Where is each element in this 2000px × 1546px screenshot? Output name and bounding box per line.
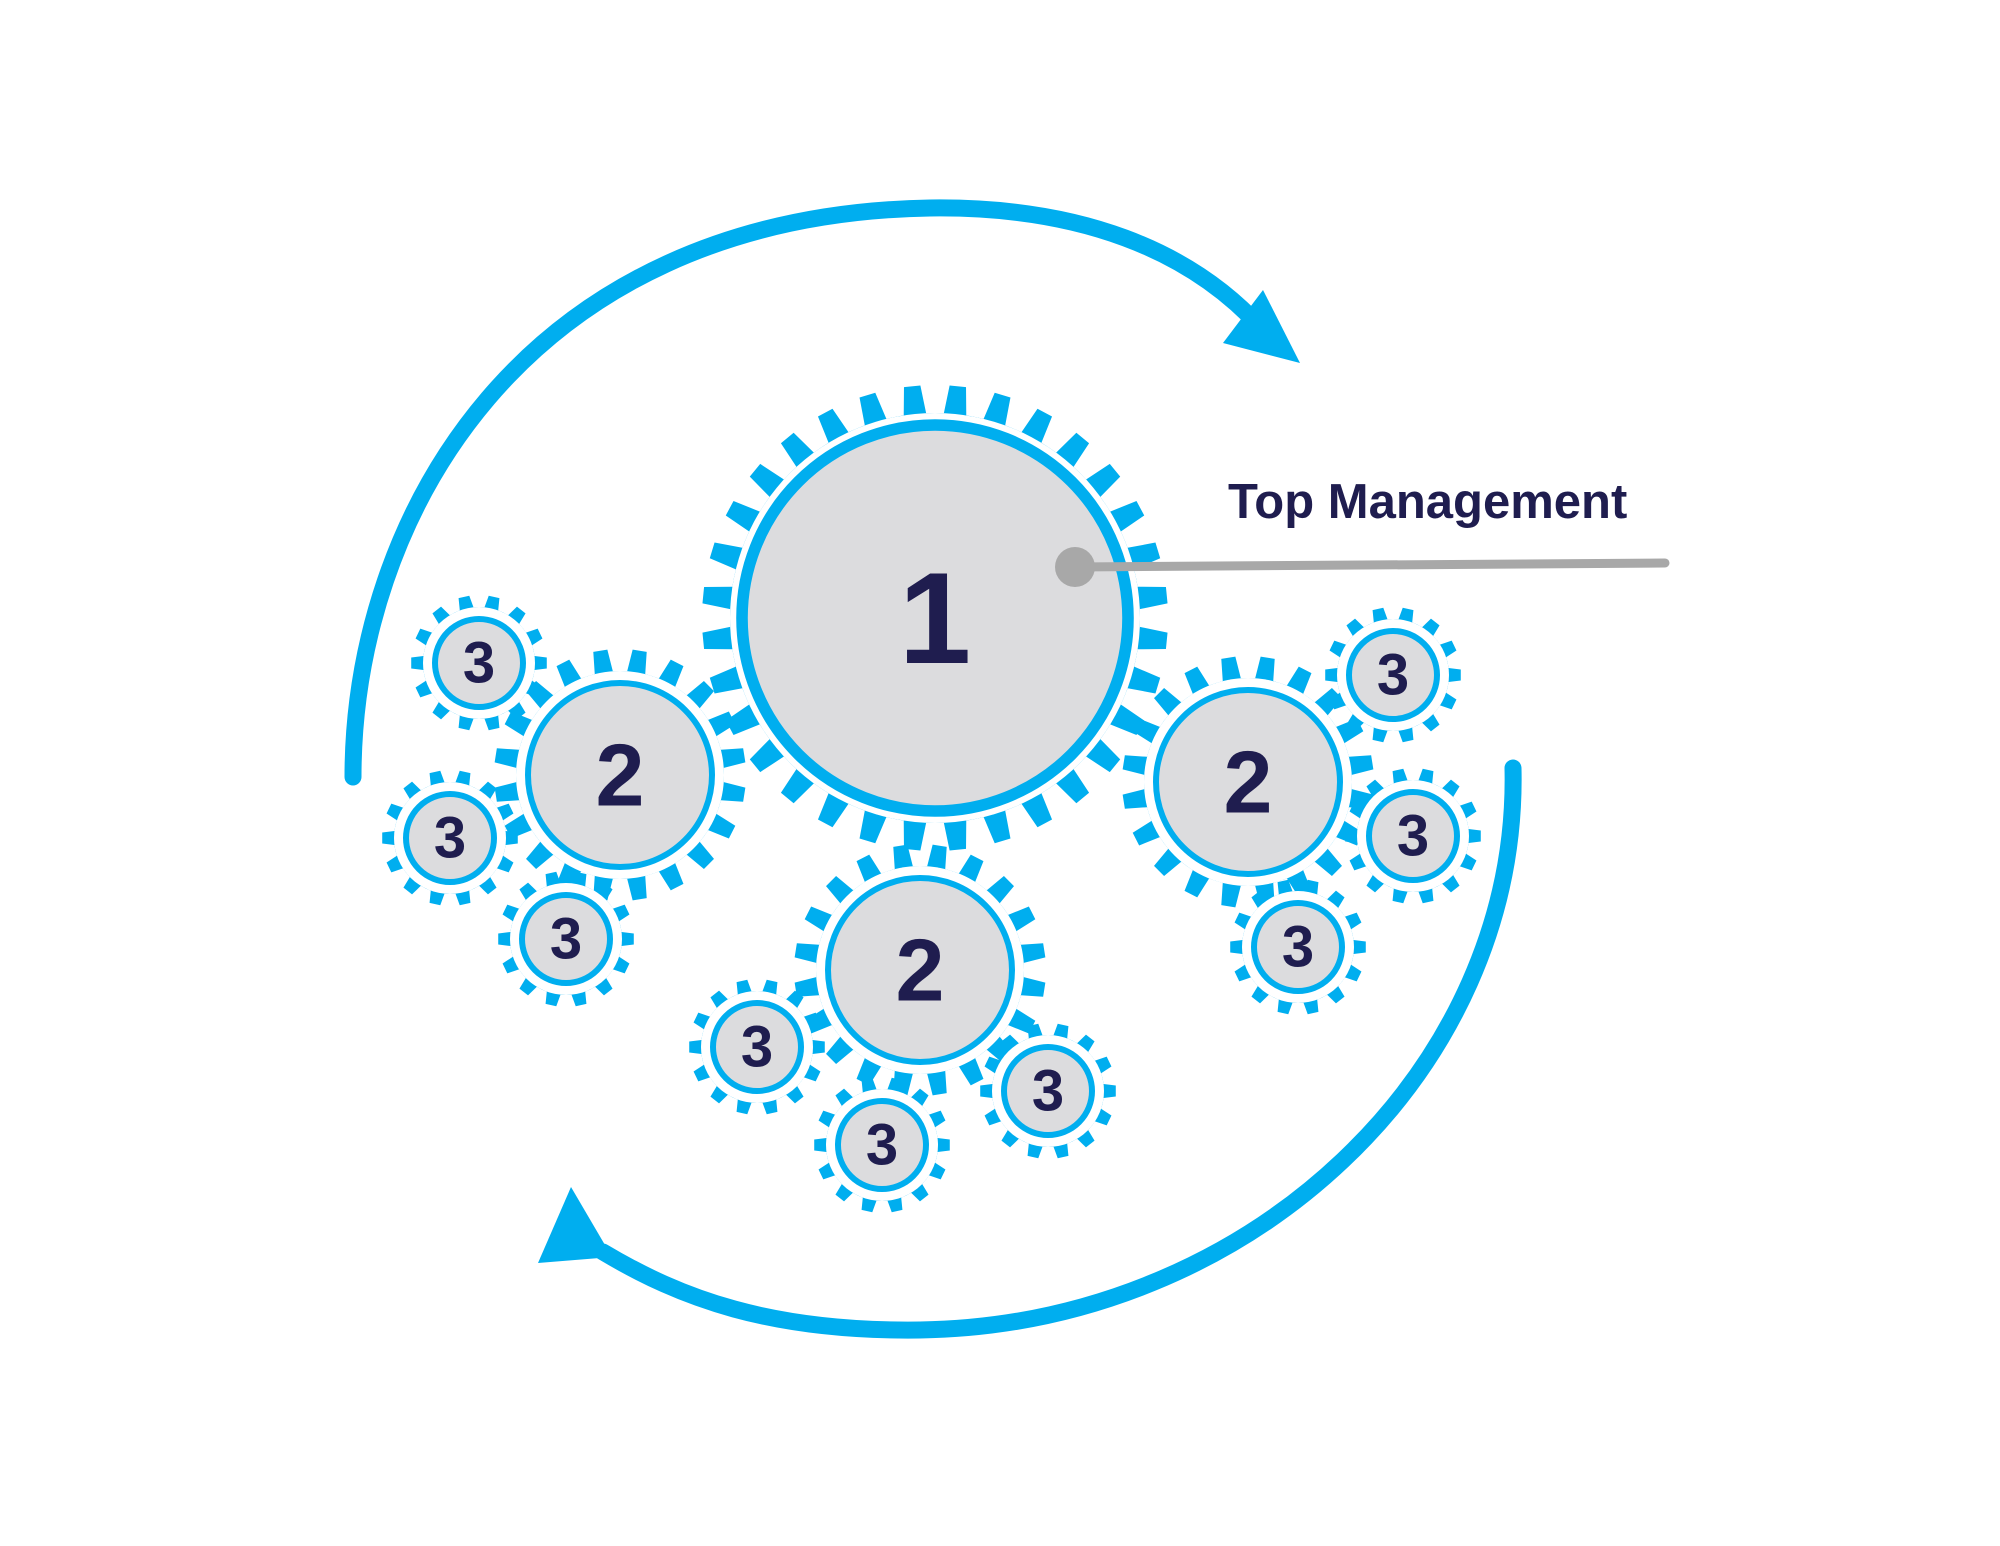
callout bbox=[1055, 547, 1670, 587]
gear-hub bbox=[519, 892, 613, 986]
top-management-label: Top Management bbox=[1228, 475, 1628, 529]
cycle-arrows bbox=[344, 199, 1522, 1339]
gear-level-3-right-bottom: 3 bbox=[1230, 879, 1366, 1015]
gear-level-3-left-bottom: 3 bbox=[498, 871, 634, 1007]
gear-level-3-right-middle: 3 bbox=[1345, 768, 1481, 904]
gear-level-3-left-top: 3 bbox=[411, 595, 547, 731]
top-arrow-head bbox=[1223, 290, 1300, 363]
top-cycle-arrow bbox=[344, 199, 1270, 786]
gear-hub bbox=[1153, 687, 1343, 877]
callout-dot bbox=[1055, 547, 1095, 587]
gear-number-label: 3 bbox=[1397, 804, 1429, 869]
gear-hub bbox=[1346, 628, 1440, 722]
callout-connector-line bbox=[1070, 558, 1670, 572]
gear-number-label: 3 bbox=[463, 631, 495, 696]
gear-level-3-bottom-left: 3 bbox=[689, 979, 825, 1115]
gear-number-label: 3 bbox=[1282, 915, 1314, 980]
gear-number-label: 2 bbox=[596, 726, 645, 825]
gear-hub bbox=[736, 419, 1134, 817]
gear-number-label: 3 bbox=[550, 907, 582, 972]
gear-number-label: 2 bbox=[896, 921, 945, 1020]
gear-level-3-bottom-center: 3 bbox=[814, 1077, 950, 1213]
gear-level-2-bottom: 2 bbox=[794, 844, 1046, 1096]
gear-level-2-left: 2 bbox=[494, 649, 746, 901]
gear-level-1: 1 bbox=[702, 385, 1168, 851]
gear-number-label: 1 bbox=[899, 545, 971, 691]
gear-level-3-bottom-right: 3 bbox=[980, 1023, 1116, 1159]
gear-level-2-right: 2 bbox=[1122, 656, 1374, 908]
gear-hub bbox=[432, 616, 526, 710]
gear-level-3-left-middle: 3 bbox=[382, 770, 518, 906]
bottom-cycle-arrow bbox=[594, 759, 1522, 1339]
gear-hub bbox=[525, 680, 715, 870]
gear-number-label: 3 bbox=[1377, 643, 1409, 708]
gear-number-label: 3 bbox=[434, 806, 466, 871]
gear-hub bbox=[1001, 1044, 1095, 1138]
gear-hub bbox=[403, 791, 497, 885]
gear-number-label: 3 bbox=[741, 1015, 773, 1080]
bottom-arrow-head bbox=[538, 1187, 612, 1263]
gear-hub bbox=[835, 1098, 929, 1192]
gear-number-label: 2 bbox=[1224, 733, 1273, 832]
gears-group: 1 2 2 2 3 3 3 3 3 3 3 3 3 bbox=[382, 385, 1481, 1213]
gear-hub bbox=[710, 1000, 804, 1094]
gear-level-3-right-top: 3 bbox=[1325, 607, 1461, 743]
gear-hub bbox=[1366, 789, 1460, 883]
gear-number-label: 3 bbox=[1032, 1059, 1064, 1124]
gear-number-label: 3 bbox=[866, 1113, 898, 1178]
gear-hub bbox=[825, 875, 1015, 1065]
gear-hub bbox=[1251, 900, 1345, 994]
